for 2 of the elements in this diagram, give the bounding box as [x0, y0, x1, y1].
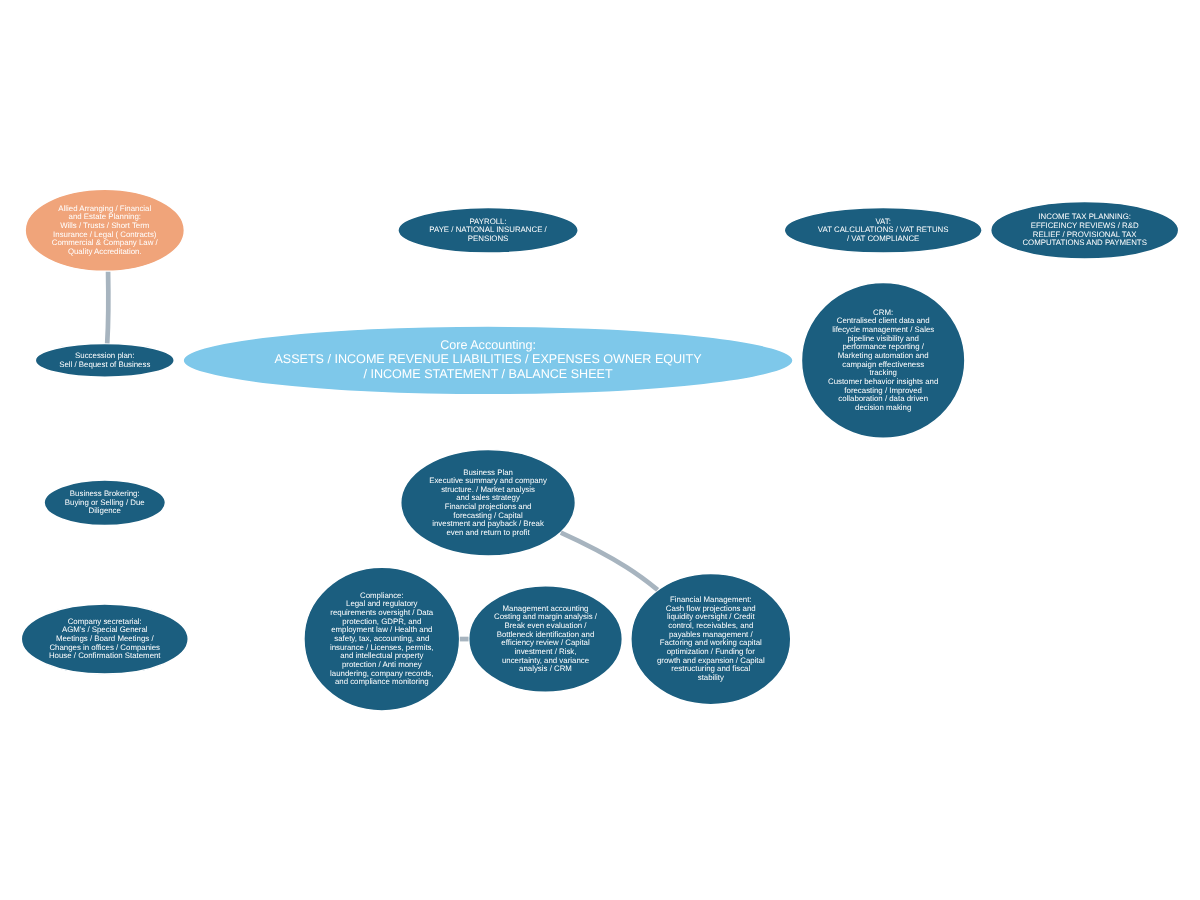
connector — [104, 271, 111, 344]
connector — [559, 530, 660, 592]
